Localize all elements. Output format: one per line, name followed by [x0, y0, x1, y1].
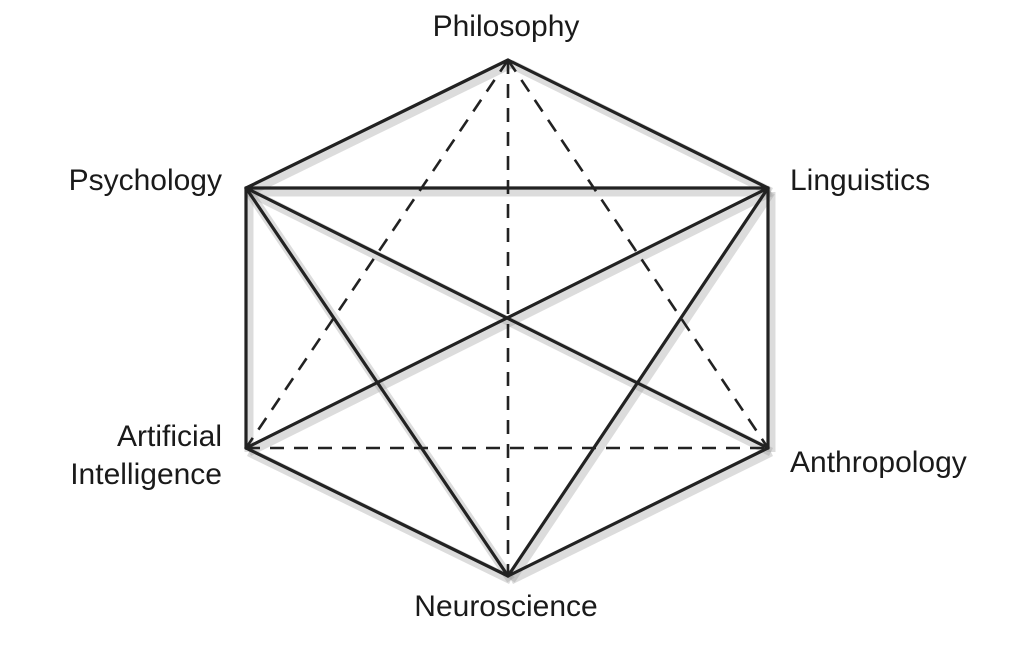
edge-philosophy-artificial_intelligence [244, 59, 510, 449]
node-label-artificial-intelligence-line-2: Intelligence [70, 458, 222, 491]
edge-philosophy-psychology [244, 58, 510, 190]
node-label-neuroscience: Neuroscience [414, 590, 597, 623]
edge-linguistics-neuroscience [506, 186, 770, 578]
edge-shadow-linguistics-artificial_intelligence [246, 187, 774, 457]
node-label-linguistics: Linguistics [790, 164, 930, 197]
edge-shadow-philosophy-linguistics [509, 59, 773, 197]
edge-artificial_intelligence-neuroscience [244, 446, 510, 578]
edge-anthropology-neuroscience [506, 446, 770, 578]
edge-shadow-philosophy-psychology [247, 59, 513, 197]
label-layer: Philosophy Psychology Linguistics Artifi… [69, 10, 967, 623]
edge-shadow-anthropology-neuroscience [509, 447, 773, 585]
node-label-psychology: Psychology [69, 164, 222, 197]
edge-shadow-artificial_intelligence-neuroscience [247, 447, 513, 585]
edge-shadow-psychology-anthropology [246, 187, 774, 457]
edge-philosophy-anthropology [506, 59, 770, 449]
node-label-philosophy: Philosophy [433, 10, 580, 43]
edge-shadow-layer [244, 59, 776, 585]
node-label-anthropology: Anthropology [790, 446, 967, 479]
edge-linguistics-artificial_intelligence [244, 186, 770, 450]
edge-layer [244, 58, 770, 578]
edge-philosophy-linguistics [506, 58, 770, 190]
node-label-artificial-intelligence-line-1: Artificial [117, 420, 222, 453]
